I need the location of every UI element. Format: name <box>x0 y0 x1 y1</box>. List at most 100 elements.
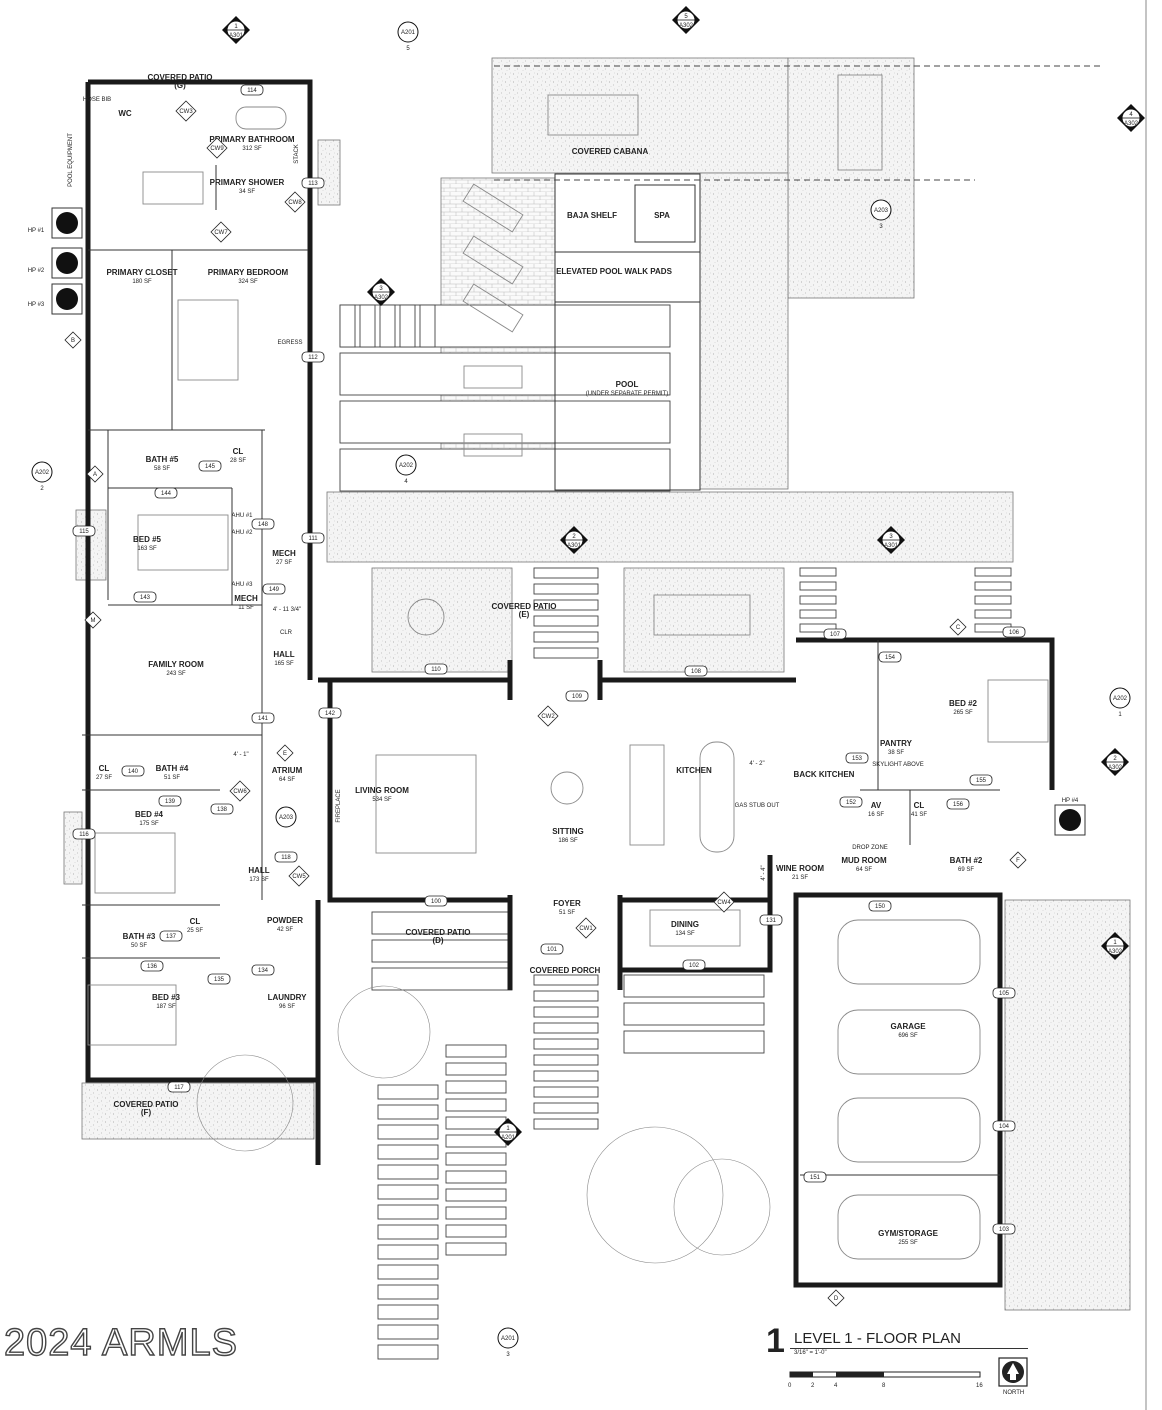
room-area: 173 SF <box>249 877 269 883</box>
room-name: CL <box>190 917 201 926</box>
door-tag-label: 155 <box>976 778 987 784</box>
room-name: BED #2 <box>949 699 978 708</box>
room-area: 243 SF <box>166 671 186 677</box>
door-tag-label: 154 <box>885 655 896 661</box>
door-tag-label: 101 <box>547 947 558 953</box>
room-name: COVERED CABANA <box>572 147 649 156</box>
door-tag: 151 <box>803 1171 827 1183</box>
room-label: KITCHEN <box>676 766 712 775</box>
room-area: 51 SF <box>164 775 180 781</box>
room-name: BED #3 <box>152 993 181 1002</box>
grid-tag: D <box>827 1289 845 1307</box>
door-tag: 118 <box>274 851 298 863</box>
room-name: MECH <box>234 594 258 603</box>
room-name: PRIMARY SHOWER <box>210 178 285 187</box>
equipment-label: GAS STUB OUT <box>735 803 780 809</box>
room-area: 42 SF <box>277 927 293 933</box>
room-area: 180 SF <box>132 279 152 285</box>
elevation-sheet: A202 <box>1113 696 1128 702</box>
door-tag: 149 <box>262 583 286 595</box>
room-name: SITTING <box>552 827 584 836</box>
section-number: 2 <box>1113 756 1117 762</box>
door-tag: 137 <box>159 930 183 942</box>
section-sheet: A302 <box>679 23 694 29</box>
elevation-sheet: A203 <box>279 815 294 821</box>
grid-tag: B <box>64 331 82 349</box>
room-name: COVERED PATIO <box>113 1100 178 1109</box>
door-tag: 103 <box>992 1223 1016 1235</box>
section-number: 2 <box>572 534 576 540</box>
room-name: PRIMARY BEDROOM <box>208 268 289 277</box>
window-tag-label: CW1 <box>579 926 593 932</box>
section-sheet: A302 <box>374 295 389 301</box>
door-tag: 110 <box>424 663 448 675</box>
door-tag: 111 <box>301 532 325 544</box>
door-tag-label: 143 <box>140 595 151 601</box>
grid-tag-label: B <box>71 338 75 344</box>
grid-tag: F <box>1009 851 1027 869</box>
room-label: COVERED PORCH <box>530 966 601 975</box>
room-label: COVERED PATIO(G) <box>147 73 212 90</box>
window-tag: CW5 <box>288 865 310 887</box>
room-name: LAUNDRY <box>268 993 307 1002</box>
section-sheet: A301 <box>884 543 899 549</box>
door-tags: 1141131121111451441481491411401391381371… <box>72 84 1026 1235</box>
door-tag-label: 151 <box>810 1175 821 1181</box>
heat-pumps <box>51 207 1086 836</box>
door-tag: 139 <box>158 795 182 807</box>
door-tag: 148 <box>251 518 275 530</box>
door-tag-label: 109 <box>572 694 583 700</box>
door-tag-label: 135 <box>214 977 225 983</box>
door-tag-label: 118 <box>281 855 291 861</box>
door-tag: 135 <box>207 973 231 985</box>
grid-tag: A <box>86 465 104 483</box>
elevation-sheet: A201 <box>501 1336 516 1342</box>
room-area: 696 SF <box>898 1033 918 1039</box>
elevation-sheet: A202 <box>399 463 414 469</box>
door-tag-label: 113 <box>308 181 318 187</box>
room-name: BACK KITCHEN <box>794 770 855 779</box>
door-tag-label: 100 <box>431 899 442 905</box>
equipment-label: DROP ZONE <box>852 845 888 851</box>
room-name: LIVING ROOM <box>355 786 409 795</box>
door-tag-label: 108 <box>691 669 702 675</box>
equipment-label: 4' - 1" <box>233 752 248 758</box>
room-name: COVERED PATIO <box>491 602 556 611</box>
door-tag: 131 <box>759 914 783 926</box>
door-tag: 142 <box>318 707 342 719</box>
door-tag: 144 <box>154 487 178 499</box>
scale-bar-label: 16 <box>976 1383 983 1389</box>
room-name: KITCHEN <box>676 766 712 775</box>
room-name: CL <box>99 764 110 773</box>
section-sheet: A302 <box>1124 121 1139 127</box>
room-name: AV <box>871 801 882 810</box>
equipment-label: AHU #1 <box>231 513 253 519</box>
view-number: 1 <box>766 1322 785 1360</box>
window-tag-label: CW4 <box>717 900 731 906</box>
heat-pump-label: HP #3 <box>28 302 45 308</box>
grid-tag-label: E <box>283 751 287 757</box>
door-tag-label: 149 <box>269 587 280 593</box>
door-tag-label: 136 <box>147 964 158 970</box>
section-number: 3 <box>379 286 383 292</box>
room-name: FAMILY ROOM <box>148 660 204 669</box>
elevation-number: 1 <box>1118 712 1122 718</box>
elevation-sheet: A201 <box>401 30 416 36</box>
room-name: GYM/STORAGE <box>878 1229 939 1238</box>
room-area: 134 SF <box>675 931 695 937</box>
north-arrow-icon <box>998 1357 1028 1387</box>
door-tag-label: 115 <box>79 529 89 535</box>
